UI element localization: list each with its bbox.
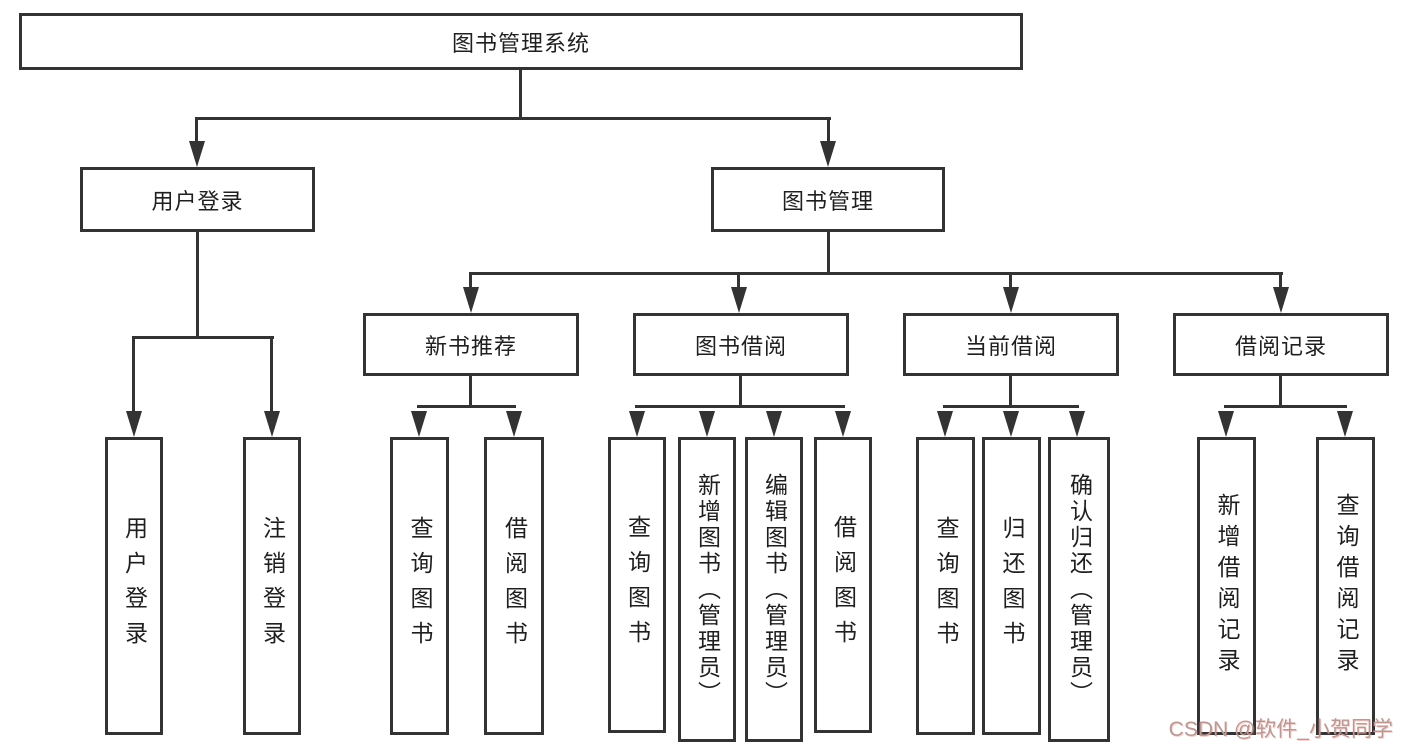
node-user-login: 用户登录: [80, 167, 315, 232]
node-borrowing-records: 借阅记录: [1173, 313, 1389, 376]
leaf-edit-book-admin: 编辑图书（管理员）: [745, 437, 803, 742]
connector-stem: [270, 336, 273, 416]
leaf-label: 归还图书: [999, 516, 1025, 656]
leaf-borrow-book: 借阅图书: [484, 437, 544, 735]
node-current-borrowing: 当前借阅: [903, 313, 1119, 376]
connector-root-stub: [519, 70, 522, 118]
connector-group-stub: [1279, 376, 1282, 408]
leaf-query-borrow-record: 查询借阅记录: [1316, 437, 1375, 735]
node-label: 当前借阅: [964, 333, 1057, 359]
node-label: 图书管理系统: [451, 30, 590, 56]
connector-stem: [827, 117, 830, 147]
arrow-down-icon: [126, 411, 142, 437]
connector-login-bar: [132, 336, 274, 339]
node-new-book-recommendation: 新书推荐: [363, 313, 579, 376]
connector-modules-bar: [469, 272, 1283, 275]
node-book-management: 图书管理: [711, 167, 945, 232]
connector-stem: [195, 117, 198, 147]
connector-mgmt-stub: [827, 232, 830, 275]
node-label: 借阅记录: [1234, 333, 1327, 359]
arrow-down-icon: [937, 411, 953, 437]
leaf-label: 编辑图书（管理员）: [761, 472, 788, 707]
leaf-confirm-return-admin: 确认归还（管理员）: [1048, 437, 1110, 742]
leaf-logout: 注销登录: [243, 437, 301, 735]
arrow-down-icon: [699, 411, 715, 437]
arrow-down-icon: [1273, 287, 1289, 313]
node-label: 用户登录: [151, 188, 244, 214]
csdn-watermark: CSDN @软件_小贺同学: [1168, 718, 1393, 741]
node-label: 新书推荐: [424, 333, 517, 359]
node-label: 图书管理: [781, 188, 874, 214]
node-library-management-system: 图书管理系统: [19, 13, 1023, 70]
connector-group-stub: [1009, 376, 1012, 408]
leaf-label: 新增借阅记录: [1214, 493, 1240, 679]
arrow-down-icon: [1003, 411, 1019, 437]
arrow-down-icon: [1003, 287, 1019, 313]
leaf-query-book: 查询图书: [916, 437, 975, 735]
connector-group-stub: [469, 376, 472, 408]
arrow-down-icon: [820, 141, 836, 167]
arrow-down-icon: [835, 411, 851, 437]
leaf-label: 查询借阅记录: [1333, 493, 1359, 679]
leaf-label: 借阅图书: [501, 516, 528, 656]
connector-stem: [132, 336, 135, 416]
arrow-down-icon: [766, 411, 782, 437]
leaf-return-book: 归还图书: [982, 437, 1041, 735]
arrow-down-icon: [1069, 411, 1085, 437]
connector-login-stub: [196, 232, 199, 339]
arrow-down-icon: [1337, 411, 1353, 437]
connector-group-stub: [739, 376, 742, 408]
leaf-label: 新增图书（管理员）: [694, 472, 721, 707]
connector-group-bar: [417, 405, 516, 408]
arrow-down-icon: [189, 141, 205, 167]
connector-stem: [1009, 272, 1012, 292]
leaf-label: 查询图书: [933, 516, 959, 656]
connector-group-bar: [635, 405, 845, 408]
leaf-label: 确认归还（管理员）: [1066, 472, 1093, 707]
leaf-label: 注销登录: [259, 516, 286, 656]
leaf-user-login: 用户登录: [105, 437, 163, 735]
connector-stem: [469, 272, 472, 292]
leaf-label: 用户登录: [121, 516, 148, 656]
arrow-down-icon: [629, 411, 645, 437]
connector-group-bar: [943, 405, 1079, 408]
leaf-query-book: 查询图书: [390, 437, 449, 735]
leaf-borrow-book: 借阅图书: [814, 437, 872, 733]
connector-level2-bar: [196, 117, 831, 120]
leaf-label: 借阅图书: [830, 515, 857, 655]
arrow-down-icon: [264, 411, 280, 437]
leaf-label: 查询图书: [407, 516, 433, 656]
arrow-down-icon: [731, 287, 747, 313]
connector-group-bar: [1224, 405, 1347, 408]
arrow-down-icon: [506, 411, 522, 437]
connector-stem: [1279, 272, 1282, 292]
node-label: 图书借阅: [694, 333, 787, 359]
node-book-borrowing: 图书借阅: [633, 313, 849, 376]
arrow-down-icon: [1218, 411, 1234, 437]
leaf-add-borrow-record: 新增借阅记录: [1197, 437, 1256, 735]
connector-stem: [737, 272, 740, 292]
leaf-add-book-admin: 新增图书（管理员）: [678, 437, 736, 742]
arrow-down-icon: [463, 287, 479, 313]
arrow-down-icon: [411, 411, 427, 437]
leaf-label: 查询图书: [624, 515, 651, 655]
leaf-query-book: 查询图书: [608, 437, 666, 733]
